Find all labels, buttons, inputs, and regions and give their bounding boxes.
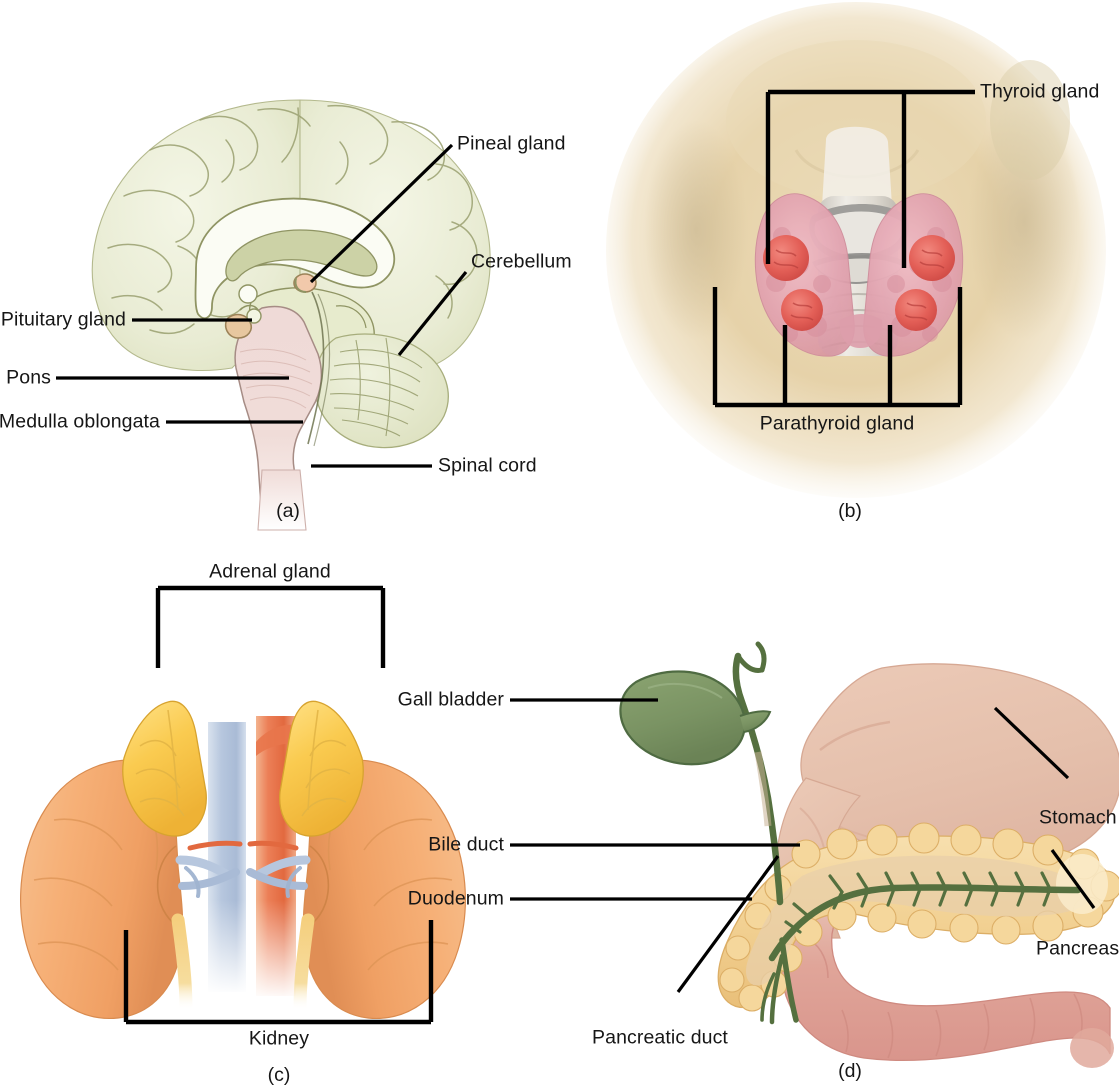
anterior-commissure — [238, 284, 258, 304]
cerebral-aqueduct — [307, 291, 325, 445]
parathyroid-lower-left — [781, 289, 823, 331]
parathyroid-nodules — [763, 235, 955, 331]
gall-bladder-organ — [619, 670, 772, 766]
corpus-callosum — [194, 197, 396, 320]
label-kidney: Kidney — [248, 1027, 310, 1050]
label-medulla-oblongata: Medulla oblongata — [0, 410, 160, 433]
label-cerebellum: Cerebellum — [471, 250, 572, 273]
label-gall-bladder: Gall bladder — [397, 688, 504, 711]
pancreas-illustration — [510, 641, 1119, 1068]
panel-a-brain: Pineal gland Cerebellum Pituitary gland … — [0, 0, 600, 531]
leader-lines-a — [56, 143, 468, 468]
brain-illustration — [56, 99, 491, 531]
caption-panel-a: (a) — [276, 500, 300, 522]
bracket-parathyroid — [712, 287, 963, 408]
label-pituitary-gland: Pituitary gland — [0, 308, 126, 331]
adrenal-gland-right-organ — [279, 700, 364, 837]
brainstem-organ — [234, 305, 323, 521]
leader-pancreas — [1050, 849, 1096, 909]
leader-pancreatic-duct — [676, 855, 780, 993]
bracket-adrenal — [155, 585, 386, 668]
leader-stomach — [993, 706, 1070, 780]
label-bile-duct: Bile duct — [428, 833, 504, 856]
bracket-kidney — [123, 920, 434, 1025]
abdominal-aorta — [256, 716, 300, 1000]
thyroid-illustration — [606, 2, 1106, 498]
renal-vessels — [175, 840, 311, 898]
panel-c-kidneys: Adrenal gland Kidney (c) — [0, 530, 500, 1087]
inferior-vena-cava — [208, 722, 246, 995]
panel-b-thyroid: Thyroid gland Parathyroid gland (b) — [600, 0, 1119, 530]
label-adrenal-gland: Adrenal gland — [209, 560, 331, 583]
parathyroid-upper-left — [763, 235, 809, 281]
caption-panel-c: (c) — [267, 1064, 291, 1086]
leader-cerebellum — [397, 270, 468, 357]
label-spinal-cord: Spinal cord — [438, 454, 537, 477]
brain-sulci — [107, 104, 478, 335]
pancreatic-duct-organ — [760, 871, 1082, 1025]
kidney-right-organ — [302, 759, 466, 1019]
bracket-thyroid — [765, 89, 975, 268]
panel-d-pancreas: Gall bladder Stomach Bile duct Duodenum … — [398, 640, 1119, 1087]
leader-lines-d — [510, 698, 1096, 993]
ureters — [171, 913, 315, 1017]
parathyroid-lower-right — [895, 289, 937, 331]
kidney-illustration — [20, 585, 466, 1025]
cerebellum-organ — [314, 333, 449, 449]
label-parathyroid-gland: Parathyroid gland — [759, 412, 915, 435]
pineal-gland-organ — [293, 273, 317, 293]
label-pancreas: Pancreas — [1036, 937, 1119, 960]
spinal-cord-organ — [257, 469, 307, 531]
leader-pineal — [309, 143, 454, 284]
caption-panel-d: (d) — [838, 1060, 862, 1082]
kidney-left-organ — [20, 759, 184, 1019]
label-pons: Pons — [6, 366, 51, 389]
parathyroid-upper-right — [909, 235, 955, 281]
label-duodenum: Duodenum — [407, 887, 504, 910]
label-pancreatic-duct: Pancreatic duct — [592, 1026, 728, 1049]
label-thyroid-gland: Thyroid gland — [980, 80, 1100, 103]
adrenal-gland-left-organ — [122, 700, 207, 837]
caption-panel-b: (b) — [838, 500, 862, 522]
label-pineal-gland: Pineal gland — [457, 132, 566, 155]
common-bile-duct-shadow — [754, 751, 772, 827]
label-stomach: Stomach — [1039, 806, 1117, 829]
duodenum-organ — [778, 901, 1114, 1068]
